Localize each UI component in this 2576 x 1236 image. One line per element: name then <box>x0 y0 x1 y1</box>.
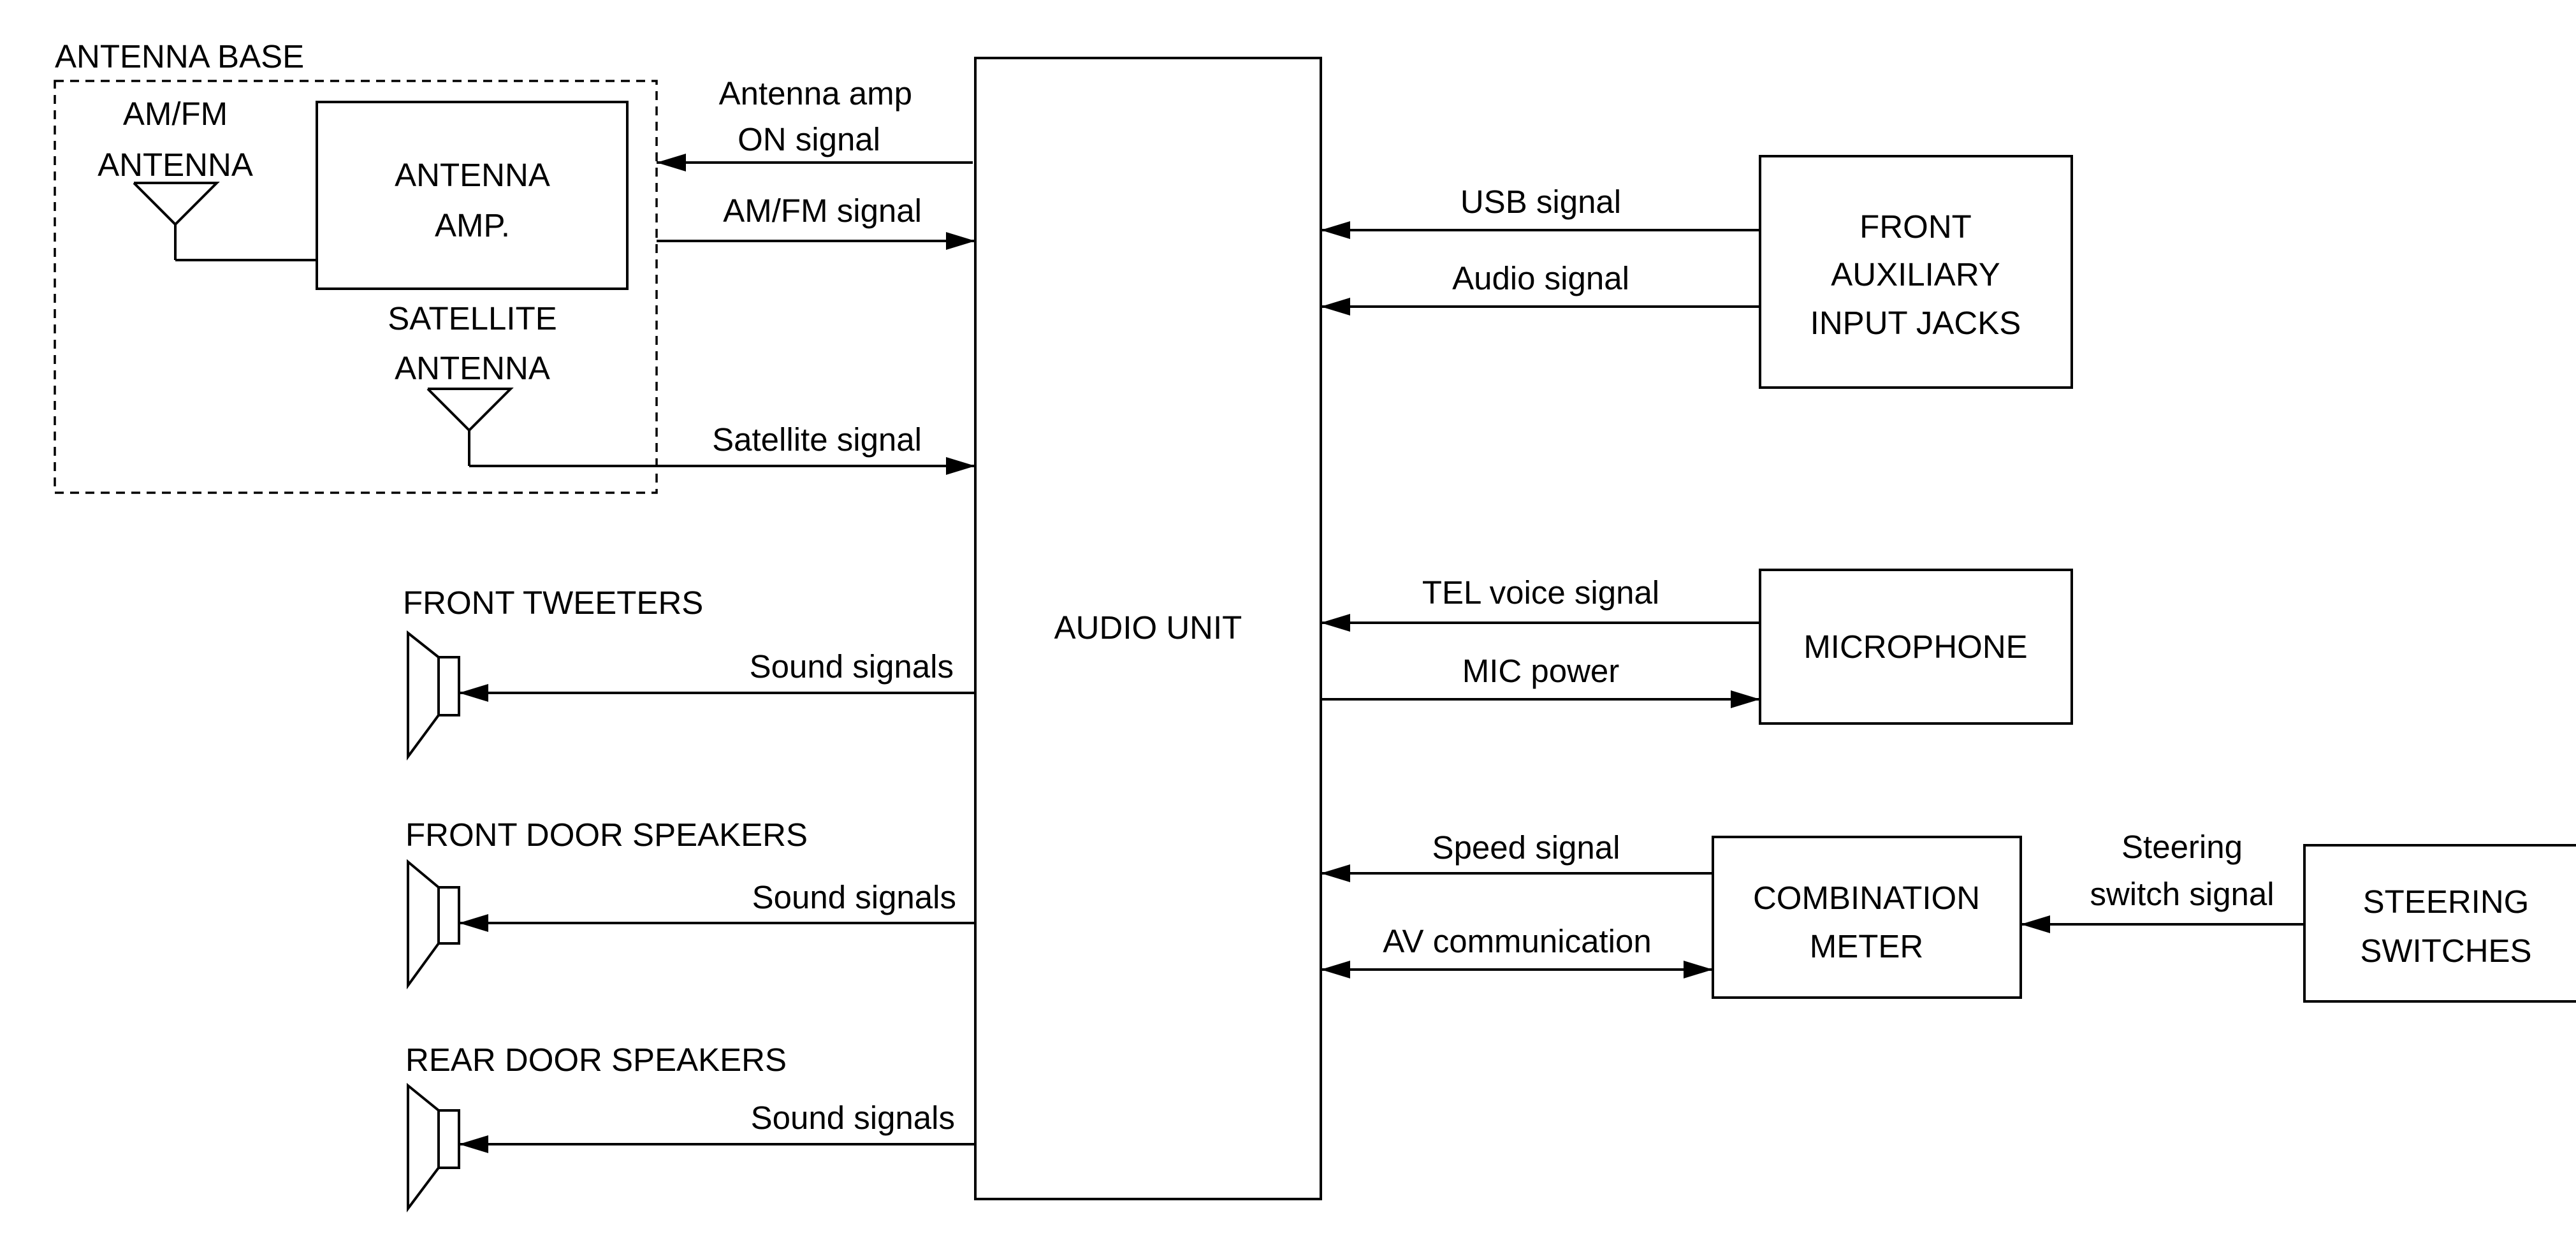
front-aux-label-2: AUXILIARY <box>1831 256 2000 293</box>
antenna-base-title: ANTENNA BASE <box>55 38 304 75</box>
front-door-speakers-icon <box>407 859 460 990</box>
speed-signal-label: Speed signal <box>1432 829 1620 866</box>
am-fm-antenna-label-1: AM/FM <box>123 96 228 132</box>
antenna-amp-on-signal-label-2: ON signal <box>738 121 880 157</box>
antenna-base-boundary <box>54 80 658 494</box>
mic-power-label: MIC power <box>1462 653 1620 689</box>
rear-door-sound-signal-label: Sound signals <box>751 1100 955 1136</box>
av-communication-label: AV communication <box>1383 923 1651 959</box>
tel-voice-signal-line <box>1321 614 1760 632</box>
front-tweeters-sound-signal-line <box>459 684 975 702</box>
front-tweeters-label: FRONT TWEETERS <box>403 585 703 621</box>
steering-switches-label-2: SWITCHES <box>2360 933 2531 969</box>
steering-switch-signal-line <box>2021 915 2304 933</box>
rear-door-speakers-label: REAR DOOR SPEAKERS <box>405 1042 787 1078</box>
front-door-sound-signal-line <box>459 914 975 932</box>
speed-signal-line <box>1321 864 1713 882</box>
front-door-sound-signal-label: Sound signals <box>752 879 956 915</box>
am-fm-signal-label: AM/FM signal <box>723 193 922 229</box>
microphone-label: MICROPHONE <box>1803 629 2027 665</box>
front-aux-label-1: FRONT <box>1859 208 1972 245</box>
usb-signal-label: USB signal <box>1460 184 1621 220</box>
rear-door-sound-signal-line <box>459 1135 975 1153</box>
front-door-speakers-label: FRONT DOOR SPEAKERS <box>405 817 808 853</box>
front-tweeters-speaker-icon <box>407 630 460 761</box>
antenna-amp-label-1: ANTENNA <box>395 157 550 193</box>
am-fm-antenna-icon <box>133 182 317 261</box>
usb-signal-line <box>1321 221 1760 239</box>
audio-signal-label: Audio signal <box>1452 260 1629 296</box>
am-fm-antenna-label-2: ANTENNA <box>98 147 253 183</box>
satellite-antenna-label-1: SATELLITE <box>388 300 557 337</box>
steering-switch-signal-label-2: switch signal <box>2090 876 2274 912</box>
satellite-signal-label: Satellite signal <box>712 421 922 458</box>
combination-meter-label-1: COMBINATION <box>1753 880 1980 916</box>
satellite-antenna-icon <box>426 388 975 475</box>
antenna-amp-on-signal-line <box>657 154 973 171</box>
microphone-box <box>1759 569 2073 725</box>
antenna-amp-box <box>316 101 629 290</box>
front-tweeters-sound-signal-label: Sound signals <box>750 648 954 685</box>
am-fm-signal-line <box>657 232 975 250</box>
av-communication-line <box>1321 961 1713 978</box>
combination-meter-box <box>1712 836 2022 999</box>
combination-meter-label-2: METER <box>1810 928 1924 964</box>
front-aux-label-3: INPUT JACKS <box>1810 305 2021 341</box>
steering-switches-box <box>2303 844 2576 1003</box>
audio-signal-line <box>1321 298 1760 316</box>
antenna-amp-label-2: AMP. <box>435 207 510 244</box>
mic-power-line <box>1321 690 1760 708</box>
steering-switches-label-1: STEERING <box>2363 883 2529 920</box>
audio-unit-label: AUDIO UNIT <box>1054 609 1242 646</box>
front-aux-input-jacks-box <box>1759 155 2073 389</box>
audio-unit-box <box>974 57 1322 1200</box>
satellite-antenna-label-2: ANTENNA <box>395 350 550 386</box>
rear-door-speakers-icon <box>407 1082 460 1212</box>
steering-switch-signal-label-1: Steering <box>2121 829 2243 865</box>
tel-voice-signal-label: TEL voice signal <box>1422 574 1659 611</box>
antenna-amp-on-signal-label-1: Antenna amp <box>719 75 912 112</box>
